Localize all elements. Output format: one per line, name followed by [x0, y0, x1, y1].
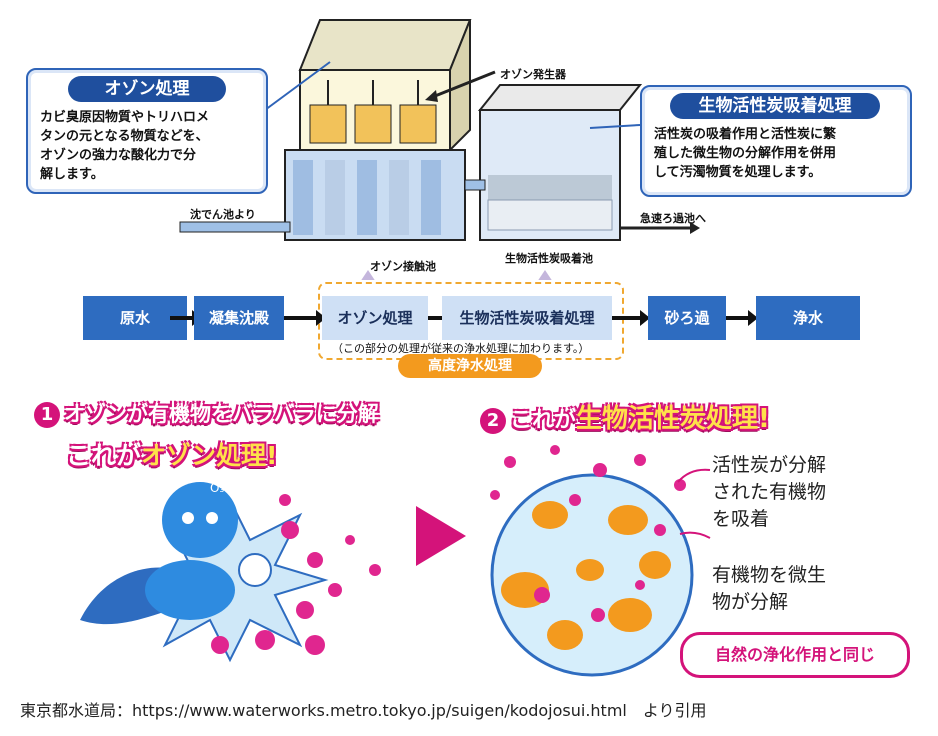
section1-line2-prefix: これが — [66, 441, 142, 470]
bio-callout-title: 生物活性炭吸着処理 — [670, 93, 880, 119]
flow-dash — [428, 316, 442, 320]
to-filter-label: 急速ろ過池へ — [640, 212, 706, 225]
ozone-hero-illustration: O₃ — [80, 481, 381, 663]
section2-number: 2 — [480, 408, 506, 434]
ozone-body-line: カビ臭原因物質やトリハロメ — [40, 110, 210, 125]
section1-heading-line2: これがオゾン処理! — [66, 436, 277, 472]
ozone-contact-label: オゾン接触池 — [370, 260, 436, 273]
section2-note1: 活性炭が分解 された有機物 を吸着 — [712, 452, 826, 533]
section1-line2-highlight: オゾン処理! — [141, 441, 278, 470]
flow-arrow — [284, 310, 326, 326]
bio-body-line: 活性炭の吸着作用と活性炭に繁 — [654, 127, 837, 142]
note2-line: 物が分解 — [712, 591, 789, 613]
section2-prefix: これが — [510, 408, 577, 433]
next-arrow-icon — [416, 506, 466, 566]
bio-body-line: 殖した微生物の分解作用を併用 — [654, 146, 837, 161]
advanced-treatment-label: 高度浄水処理 — [398, 354, 542, 378]
flow-step-coagulation: 凝集沈殿 — [194, 296, 284, 340]
ozone-callout-body: カビ臭原因物質やトリハロメ タンの元となる物質などを、 オゾンの強力な酸化力で分… — [40, 108, 260, 184]
activated-carbon-particle — [490, 445, 694, 677]
section2-highlight: 生物活性炭処理! — [576, 404, 770, 434]
ozone-body-line: 解します。 — [40, 167, 104, 182]
ozone-callout: オゾン処理 カビ臭原因物質やトリハロメ タンの元となる物質などを、 オゾンの強力… — [26, 68, 268, 194]
bio-body-line: して汚濁物質を処理します。 — [654, 165, 822, 180]
note1-line: 活性炭が分解 — [712, 454, 827, 476]
from-settling-label: 沈でん池より — [190, 208, 256, 221]
flow-step-ozone: オゾン処理 — [322, 296, 428, 340]
ozone-body-line: オゾンの強力な酸化力で分 — [40, 148, 197, 163]
ozone-callout-title: オゾン処理 — [68, 76, 226, 102]
treatment-plant-illustration — [179, 19, 700, 280]
bio-callout: 生物活性炭吸着処理 活性炭の吸着作用と活性炭に繁 殖した微生物の分解作用を併用 … — [640, 85, 912, 197]
bio-pond-label: 生物活性炭吸着池 — [505, 252, 593, 265]
source-credit: 東京都水道局：https://www.waterworks.metro.toky… — [20, 701, 707, 720]
note2-line: 有機物を微生 — [712, 564, 827, 586]
note1-line: を吸着 — [712, 508, 770, 530]
ozone-generator-units — [309, 80, 437, 144]
nature-purification-badge: 自然の浄化作用と同じ — [680, 632, 910, 678]
o3-label: O₃ — [210, 481, 224, 495]
flow-step-raw-water: 原水 — [83, 296, 187, 340]
ozone-generator-label: オゾン発生器 — [500, 68, 566, 81]
bio-callout-body: 活性炭の吸着作用と活性炭に繁 殖した微生物の分解作用を併用 して汚濁物質を処理し… — [654, 125, 906, 182]
section1-number: 1 — [34, 402, 60, 428]
section2-note2: 有機物を微生 物が分解 — [712, 562, 826, 616]
note-leaders — [677, 468, 711, 539]
flow-note: （この部分の処理が従来の浄水処理に加わります。） — [332, 342, 590, 355]
flow-arrow — [612, 310, 650, 326]
section1-line1-text: オゾンが有機物をバラバラに分解 — [64, 402, 379, 426]
note1-line: された有機物 — [712, 481, 827, 503]
flow-step-bio-carbon: 生物活性炭吸着処理 — [442, 296, 612, 340]
flow-arrow — [726, 310, 758, 326]
flow-step-sand-filter: 砂ろ過 — [648, 296, 726, 340]
flow-arrow — [170, 310, 202, 326]
ozone-body-line: タンの元となる物質などを、 — [40, 129, 209, 144]
flow-step-clean-water: 浄水 — [756, 296, 860, 340]
